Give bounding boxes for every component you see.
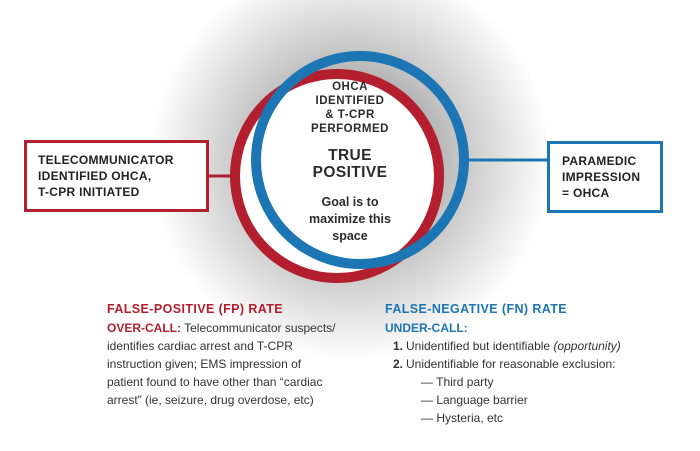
overlap-description-line: IDENTIFIED [315,95,385,107]
false-positive-line: arrest” (ie, seizure, drug overdose, etc… [107,393,314,407]
goal-text: Goal is to maximize this space [280,194,420,245]
paramedic-circle [251,51,469,269]
telecommunicator-label-line: T-CPR INITIATED [38,185,140,199]
false-positive-first-line: OVER-CALL: Telecommunicator suspects/ [107,319,377,337]
exclusion-sub-item: — Hysteria, etc [421,411,504,425]
goal-line: maximize this [309,212,391,226]
false-positive-line: identifies cardiac arrest and T-CPR [107,339,293,353]
false-negative-item: 2. Unidentifiable for reasonable exclusi… [385,355,685,373]
item-number: 1. [393,339,404,353]
paramedic-box: PARAMEDIC IMPRESSION = OHCA [547,141,663,213]
item-note: (opportunity) [553,339,621,353]
false-negative-item: 1. Unidentified but identifiable (opport… [385,337,685,355]
over-call-text: Telecommunicator suspects/ [184,321,336,335]
overlap-description: OHCA IDENTIFIED & T-CPR PERFORMED [280,80,420,136]
false-positive-panel: FALSE-POSITIVE (FP) RATE OVER-CALL: Tele… [107,300,377,409]
telecommunicator-box: TELECOMMUNICATOR IDENTIFIED OHCA, T-CPR … [24,140,209,212]
item-number: 2. [393,357,404,371]
over-call-label: OVER-CALL: [107,321,181,335]
true-positive-line: TRUE [328,147,372,164]
goal-line: Goal is to [321,195,379,209]
exclusion-sub-item: — Third party [421,375,494,389]
telecommunicator-label-line: IDENTIFIED OHCA, [38,169,152,183]
true-positive-heading: TRUE POSITIVE [280,147,420,181]
overlap-description-line: & T-CPR [325,109,375,121]
telecommunicator-label-line: TELECOMMUNICATOR [38,153,174,167]
overlap-description-line: PERFORMED [311,123,389,135]
overlap-description-line: OHCA [332,81,368,93]
telecommunicator-circle-overlap-arc [381,80,444,177]
false-positive-line: patient found to have other than “cardia… [107,375,323,389]
false-negative-title: FALSE-NEGATIVE (FN) RATE [385,302,568,316]
true-positive-line: POSITIVE [312,164,388,181]
paramedic-label-line: = OHCA [562,186,610,200]
exclusion-sub-item: — Language barrier [421,393,528,407]
overlap-label: OHCA IDENTIFIED & T-CPR PERFORMED TRUE P… [280,80,420,245]
false-negative-panel: FALSE-NEGATIVE (FN) RATE UNDER-CALL: 1. … [385,300,685,427]
false-positive-line: instruction given; EMS impression of [107,357,302,371]
paramedic-label-line: PARAMEDIC [562,154,637,168]
goal-line: space [332,229,368,243]
paramedic-label-line: IMPRESSION [562,170,641,184]
item-text: Unidentifiable for reasonable exclusion: [406,357,616,371]
false-positive-title: FALSE-POSITIVE (FP) RATE [107,302,284,316]
under-call-label: UNDER-CALL: [385,321,468,335]
item-text: Unidentified but identifiable [406,339,554,353]
